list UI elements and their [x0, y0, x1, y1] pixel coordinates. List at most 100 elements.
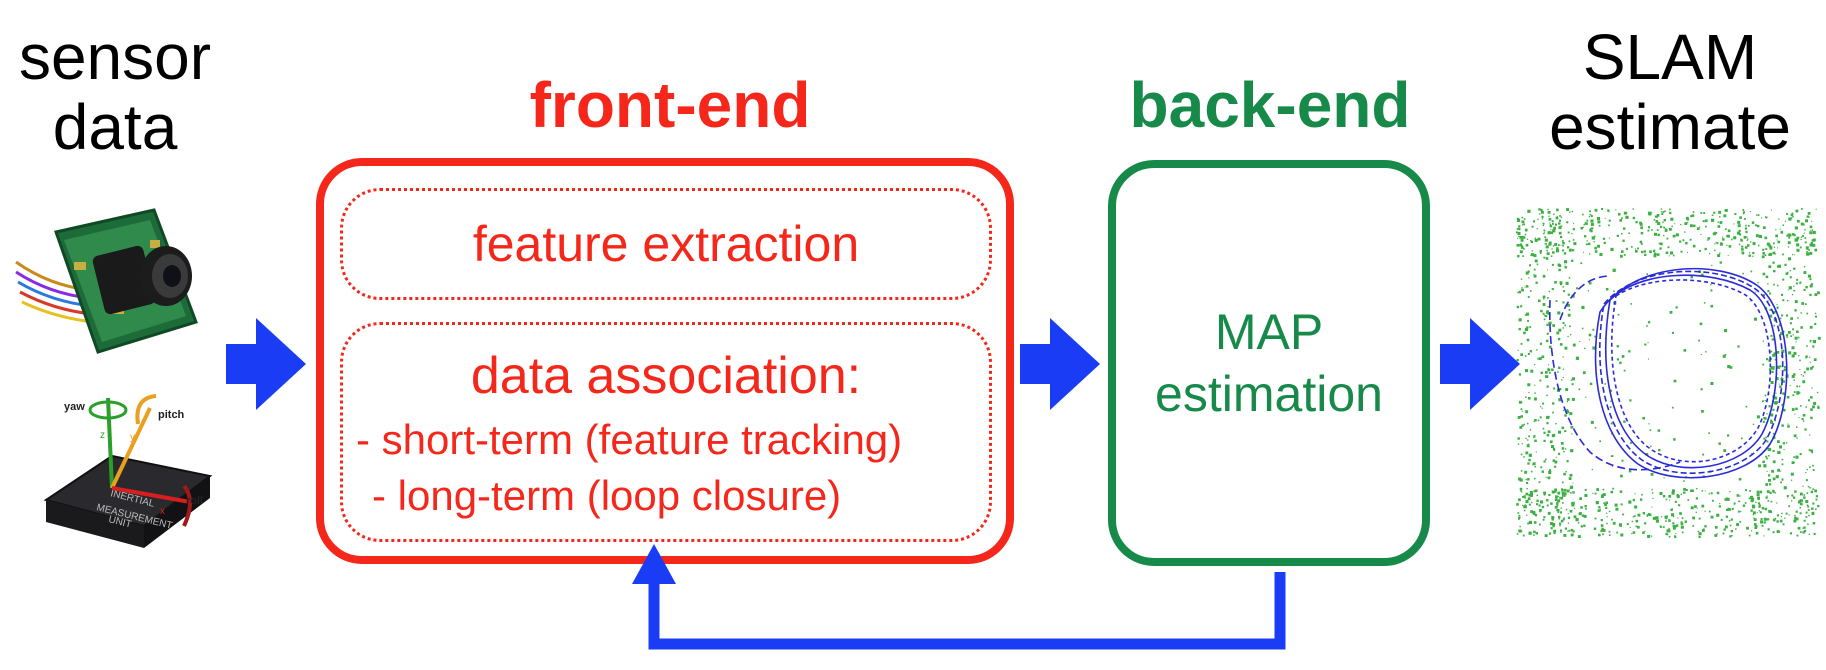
map-point: [1628, 350, 1631, 353]
map-point: [1558, 328, 1562, 332]
map-point: [1635, 250, 1638, 253]
map-point: [1807, 523, 1809, 525]
map-point: [1567, 231, 1570, 234]
map-point: [1542, 312, 1545, 315]
map-point: [1728, 508, 1731, 511]
map-point: [1547, 368, 1551, 372]
map-point: [1589, 213, 1592, 216]
map-point: [1584, 505, 1587, 508]
map-point: [1547, 430, 1551, 433]
map-point: [1801, 302, 1805, 305]
map-point: [1556, 502, 1559, 505]
map-point: [1569, 211, 1571, 213]
map-point: [1772, 261, 1775, 264]
map-point: [1730, 518, 1733, 521]
map-point: [1669, 499, 1671, 501]
map-point: [1691, 214, 1695, 217]
map-point: [1762, 460, 1765, 464]
map-point: [1526, 444, 1530, 448]
map-point: [1730, 530, 1733, 533]
map-point: [1756, 490, 1760, 494]
map-point: [1669, 208, 1671, 211]
map-point: [1575, 356, 1579, 360]
map-point: [1757, 282, 1759, 284]
map-point: [1563, 492, 1567, 496]
map-point: [1799, 507, 1801, 509]
map-point: [1518, 514, 1521, 517]
map-point: [1518, 529, 1522, 533]
map-point: [1811, 229, 1814, 231]
map-point: [1765, 248, 1768, 250]
map-point: [1772, 432, 1775, 435]
map-point: [1581, 305, 1585, 309]
map-point: [1714, 231, 1716, 233]
map-point: [1623, 254, 1626, 256]
map-point: [1546, 339, 1549, 343]
map-point: [1745, 230, 1748, 233]
map-point: [1543, 298, 1545, 300]
map-point: [1679, 240, 1682, 243]
map-point: [1527, 478, 1530, 481]
map-point: [1768, 265, 1772, 269]
map-point: [1519, 243, 1523, 246]
map-point: [1517, 255, 1520, 258]
map-point: [1767, 518, 1770, 521]
map-point: [1599, 440, 1601, 443]
map-point: [1763, 226, 1766, 229]
map-point: [1541, 470, 1544, 473]
map-point: [1546, 504, 1549, 507]
map-point: [1564, 527, 1567, 530]
map-point: [1806, 367, 1810, 371]
map-point: [1518, 477, 1522, 481]
map-point: [1799, 492, 1803, 496]
map-point: [1594, 250, 1598, 253]
map-point: [1701, 410, 1704, 413]
map-point: [1769, 292, 1772, 295]
map-point: [1584, 347, 1586, 350]
map-point: [1534, 384, 1536, 386]
map-point: [1571, 397, 1575, 401]
map-point: [1791, 375, 1795, 378]
map-point: [1572, 228, 1575, 231]
map-point: [1525, 271, 1529, 275]
map-point: [1802, 235, 1804, 237]
map-point: [1521, 224, 1524, 226]
map-point: [1567, 313, 1571, 317]
map-point: [1557, 371, 1559, 373]
map-point: [1799, 453, 1802, 456]
map-point: [1524, 496, 1526, 499]
map-point: [1799, 281, 1802, 284]
map-point: [1560, 225, 1563, 227]
map-point: [1792, 334, 1794, 336]
map-point: [1804, 241, 1807, 244]
map-point: [1525, 230, 1527, 232]
map-point: [1635, 519, 1639, 523]
map-point: [1659, 492, 1663, 495]
map-point: [1539, 379, 1542, 382]
map-point: [1696, 227, 1700, 230]
map-point: [1628, 469, 1632, 473]
map-point: [1534, 477, 1536, 480]
map-point: [1793, 379, 1795, 381]
map-point: [1564, 324, 1566, 327]
map-point: [1596, 488, 1599, 491]
map-point: [1618, 523, 1622, 527]
map-point: [1671, 513, 1675, 517]
map-point: [1710, 304, 1714, 308]
map-point: [1668, 255, 1670, 257]
map-point: [1691, 489, 1694, 492]
map-point: [1815, 495, 1818, 498]
map-point: [1667, 533, 1669, 536]
map-point: [1551, 248, 1553, 250]
map-point: [1522, 255, 1524, 257]
map-point: [1522, 504, 1524, 506]
map-point: [1812, 502, 1815, 505]
map-point: [1752, 423, 1755, 426]
map-point: [1642, 416, 1645, 420]
map-point: [1544, 238, 1548, 242]
map-point: [1794, 254, 1796, 256]
map-point: [1786, 314, 1789, 317]
map-point: [1680, 250, 1683, 253]
map-point: [1525, 243, 1529, 247]
map-point: [1738, 477, 1742, 481]
